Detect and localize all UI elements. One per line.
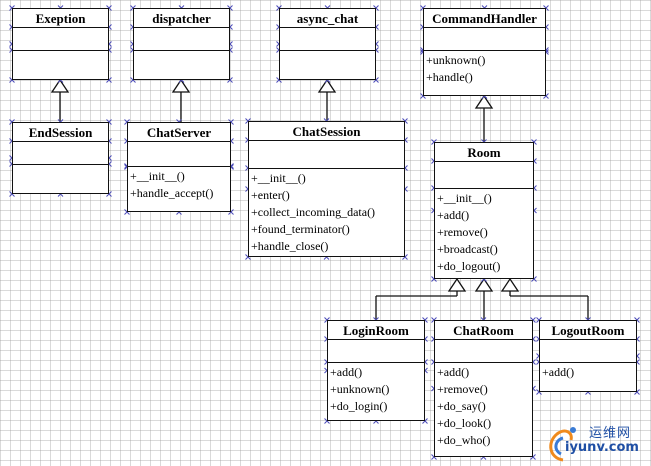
class-operation: +unknown() bbox=[426, 53, 486, 67]
class-attributes bbox=[424, 28, 545, 51]
logo-swirl-icon bbox=[549, 427, 576, 462]
class-attributes bbox=[13, 28, 108, 51]
class-exeption[interactable]: Exeption bbox=[12, 8, 109, 80]
class-attributes bbox=[249, 141, 404, 169]
inheritance-arrow-icon bbox=[474, 94, 494, 109]
class-operation: +remove() bbox=[437, 382, 488, 396]
class-attributes bbox=[13, 142, 108, 165]
class-name: LogoutRoom bbox=[540, 321, 636, 340]
class-name: CommandHandler bbox=[424, 9, 545, 28]
class-operations bbox=[134, 51, 229, 52]
class-operation: +do_logout() bbox=[437, 259, 501, 273]
class-name: dispatcher bbox=[134, 9, 229, 28]
class-operation: +handle() bbox=[426, 70, 473, 84]
class-operation: +__init__() bbox=[130, 169, 185, 183]
class-operations bbox=[13, 165, 108, 166]
class-name: EndSession bbox=[13, 123, 108, 142]
class-loginroom[interactable]: LoginRoom +add() +unknown() +do_login() bbox=[327, 320, 425, 421]
class-operations bbox=[280, 51, 375, 52]
class-attributes bbox=[540, 340, 636, 363]
inheritance-arrow-icon bbox=[500, 277, 520, 292]
inheritance-arrow-icon bbox=[474, 277, 494, 292]
class-attributes bbox=[128, 142, 230, 167]
class-name: ChatRoom bbox=[435, 321, 532, 340]
class-operation: +found_terminator() bbox=[251, 222, 350, 236]
class-operations: +__init__() +enter() +collect_incoming_dat… bbox=[249, 169, 404, 255]
class-operation: +add() bbox=[437, 208, 470, 222]
inheritance-arrow-icon bbox=[317, 78, 337, 93]
class-name: Exeption bbox=[13, 9, 108, 28]
class-operation: +collect_incoming_data() bbox=[251, 205, 376, 219]
class-operation: +add() bbox=[330, 365, 363, 379]
class-async-chat[interactable]: async_chat bbox=[279, 8, 376, 80]
class-operation: +add() bbox=[542, 365, 575, 379]
class-operation: +__init__() bbox=[437, 191, 492, 205]
class-attributes bbox=[435, 340, 532, 363]
class-room[interactable]: Room +__init__() +add() +remove() +broadcas… bbox=[434, 142, 534, 279]
class-operations bbox=[13, 51, 108, 52]
inheritance-arrow-icon bbox=[50, 78, 70, 93]
class-operation: +add() bbox=[437, 365, 470, 379]
class-logoutroom[interactable]: LogoutRoom +add() bbox=[539, 320, 637, 392]
class-dispatcher[interactable]: dispatcher bbox=[133, 8, 230, 80]
class-chatsession[interactable]: ChatSession +__init__() +enter() +collect_… bbox=[248, 121, 405, 257]
class-operations: +add() bbox=[540, 363, 636, 381]
class-operation: +remove() bbox=[437, 225, 488, 239]
class-operation: +do_login() bbox=[330, 399, 388, 413]
watermark-logo: 运维网 iyunv.com bbox=[543, 420, 647, 462]
class-operation: +broadcast() bbox=[437, 242, 498, 256]
watermark-text-bottom: iyunv.com bbox=[565, 440, 639, 455]
class-attributes bbox=[134, 28, 229, 51]
class-attributes bbox=[435, 162, 533, 189]
class-operation: +__init__() bbox=[251, 171, 306, 185]
class-attributes bbox=[328, 340, 424, 363]
class-operations: +add() +unknown() +do_login() bbox=[328, 363, 424, 415]
class-name: LoginRoom bbox=[328, 321, 424, 340]
class-endsession[interactable]: EndSession bbox=[12, 122, 109, 194]
class-operations: +unknown() +handle() bbox=[424, 51, 545, 86]
class-chatserver[interactable]: ChatServer +__init__() +handle_accept() bbox=[127, 122, 231, 212]
class-operations: +add() +remove() +do_say() +do_look() +do_wh… bbox=[435, 363, 532, 449]
class-attributes bbox=[280, 28, 375, 51]
class-operations: +__init__() +add() +remove() +broadcast() +d… bbox=[435, 189, 533, 275]
class-operation: +do_say() bbox=[437, 399, 486, 413]
class-operation: +handle_close() bbox=[251, 239, 329, 253]
class-operation: +do_look() bbox=[437, 416, 492, 430]
class-chatroom[interactable]: ChatRoom +add() +remove() +do_say() +do_loo… bbox=[434, 320, 533, 457]
class-operation: +enter() bbox=[251, 188, 290, 202]
class-commandhandler[interactable]: CommandHandler +unknown() +handle() bbox=[423, 8, 546, 96]
watermark-text-top: 运维网 bbox=[589, 426, 632, 441]
class-name: async_chat bbox=[280, 9, 375, 28]
inheritance-arrow-icon bbox=[171, 78, 191, 93]
class-name: ChatSession bbox=[249, 122, 404, 141]
class-operation: +handle_accept() bbox=[130, 186, 214, 200]
class-operations: +__init__() +handle_accept() bbox=[128, 167, 230, 202]
class-operation: +unknown() bbox=[330, 382, 390, 396]
inheritance-arrow-icon bbox=[447, 277, 467, 292]
class-name: Room bbox=[435, 143, 533, 162]
class-name: ChatServer bbox=[128, 123, 230, 142]
class-operation: +do_who() bbox=[437, 433, 491, 447]
